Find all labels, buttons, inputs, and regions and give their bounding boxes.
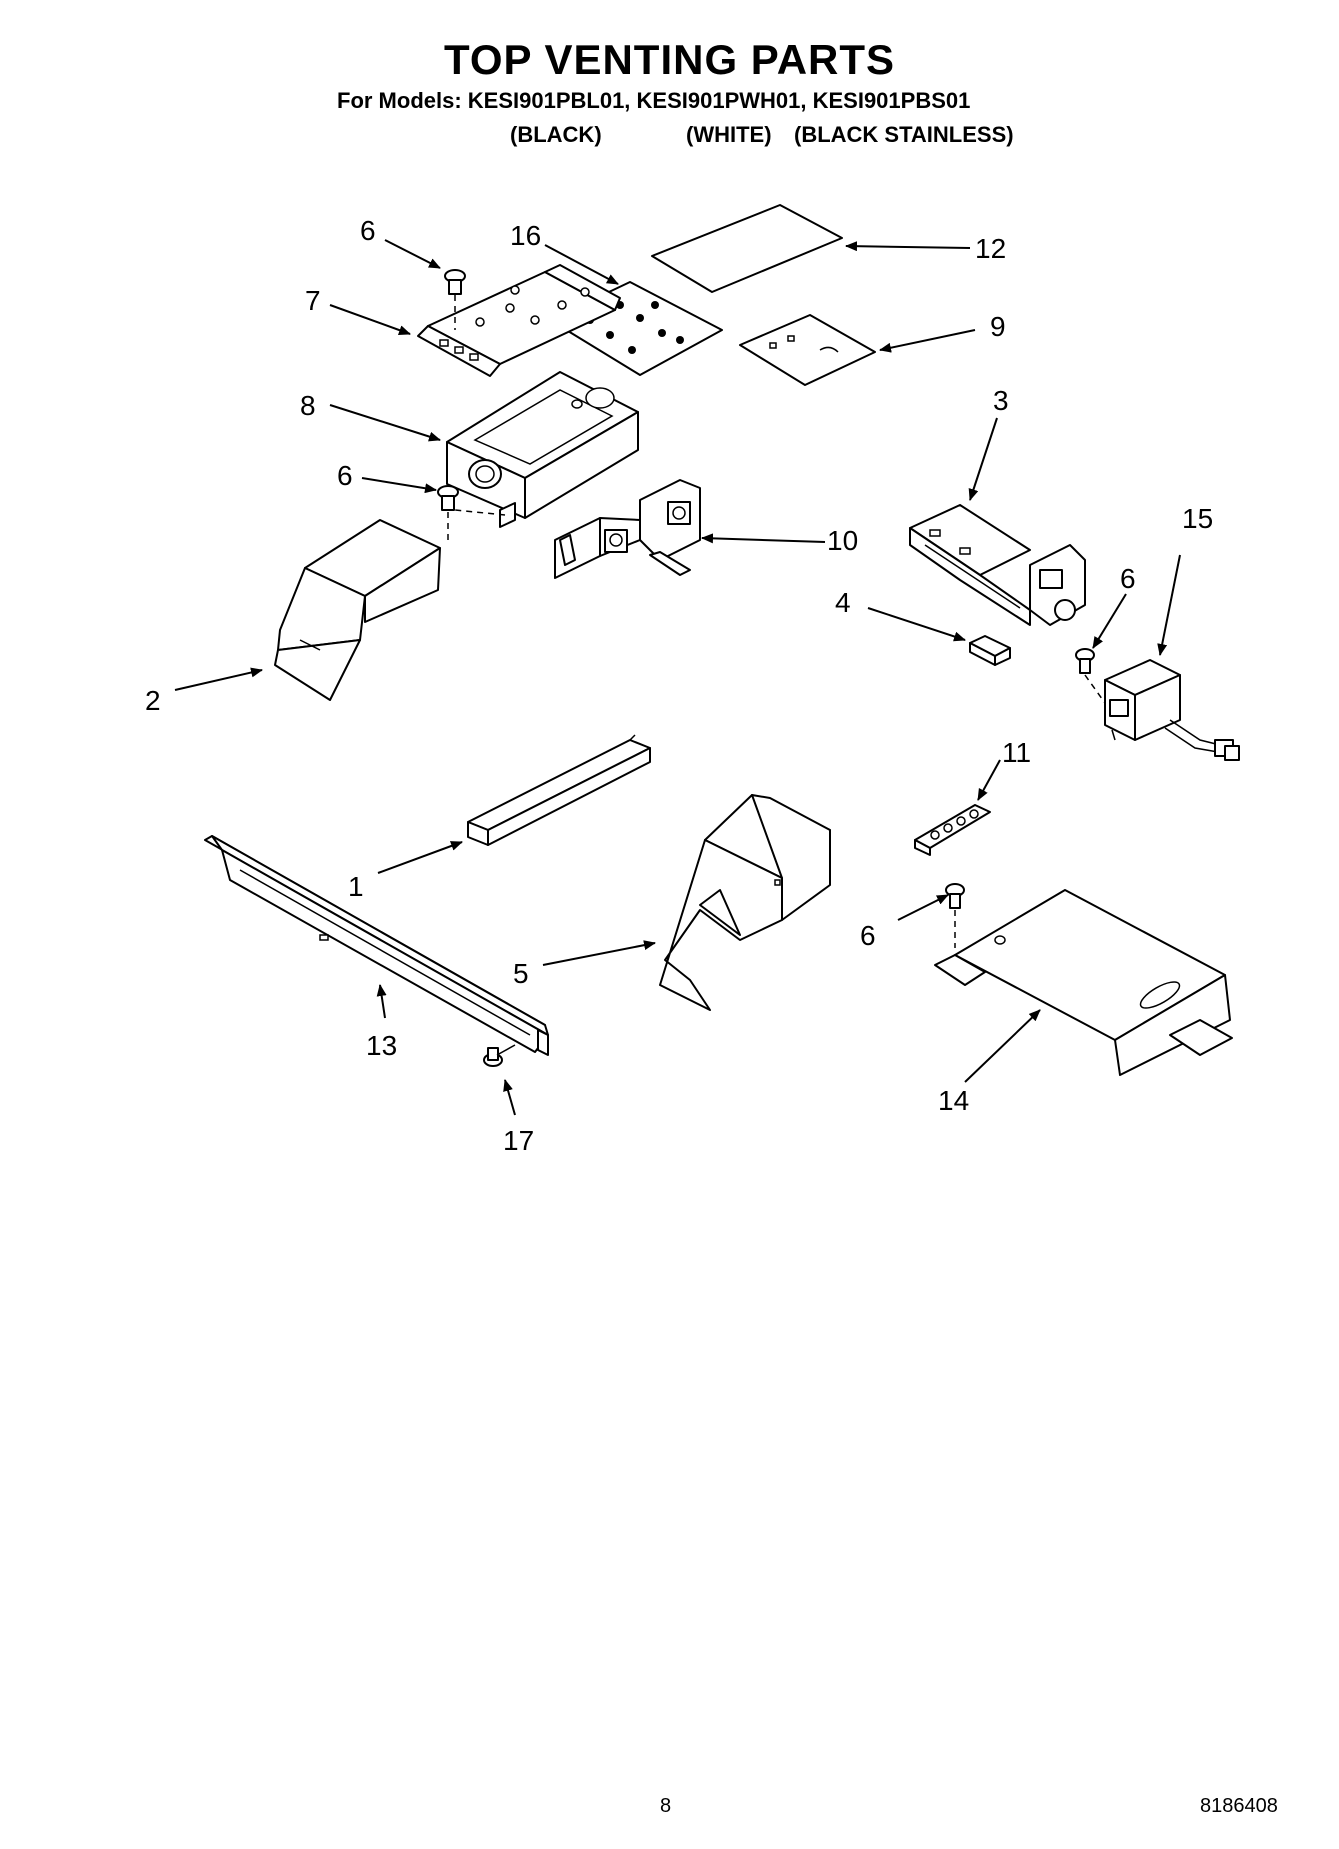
part-4-block (969, 635, 1011, 666)
part-12-cover-plate (651, 204, 843, 293)
callout-13: 13 (366, 1030, 397, 1061)
part-6-screw-lower (945, 883, 965, 948)
part-1-channel (467, 734, 651, 846)
part-15-transformer (1104, 659, 1240, 761)
callout-6-right: 6 (1120, 563, 1136, 594)
callout-2: 2 (145, 685, 161, 716)
callout-6-lower: 6 (860, 920, 876, 951)
color-black-stainless: (BLACK STAINLESS) (794, 122, 1014, 147)
callout-10: 10 (827, 525, 858, 556)
color-black: (BLACK) (510, 122, 602, 147)
callout-6: 6 (360, 215, 376, 246)
callout-3: 3 (993, 385, 1009, 416)
page-title: TOP VENTING PARTS (443, 36, 896, 83)
part-2-vent-duct (274, 519, 441, 701)
part-3-switch-assembly (909, 504, 1086, 626)
callout-17: 17 (503, 1125, 534, 1156)
callout-11: 11 (1002, 737, 1031, 768)
callout-1: 1 (348, 871, 364, 902)
part-9-plate (739, 314, 876, 386)
callout-4: 4 (835, 587, 851, 618)
callout-14: 14 (938, 1085, 969, 1116)
part-5-vent-shroud (659, 794, 831, 1011)
part-13-rail (204, 835, 549, 1056)
callout-16: 16 (510, 220, 541, 251)
callout-8: 8 (300, 390, 316, 421)
part-7-bracket (417, 264, 621, 377)
callout-12: 12 (975, 233, 1006, 264)
part-14-base-plate (934, 889, 1233, 1076)
part-8-junction-box (446, 371, 639, 528)
callout-5: 5 (513, 958, 529, 989)
models-line: For Models: KESI901PBL01, KESI901PWH01, … (337, 88, 971, 113)
callout-15: 15 (1182, 503, 1213, 534)
callout-7: 7 (305, 285, 321, 316)
callout-9: 9 (990, 311, 1006, 342)
part-6-screw-top (444, 269, 466, 330)
page-number: 8 (660, 1795, 672, 1817)
callout-6-mid: 6 (337, 460, 353, 491)
part-17-screw (483, 1044, 516, 1067)
document-number: 8186408 (1200, 1795, 1278, 1817)
color-white: (WHITE) (686, 122, 772, 147)
part-10-terminal-block (554, 479, 701, 579)
part-11-terminal-strip (914, 804, 991, 856)
part-6-screw-mid (437, 485, 459, 540)
